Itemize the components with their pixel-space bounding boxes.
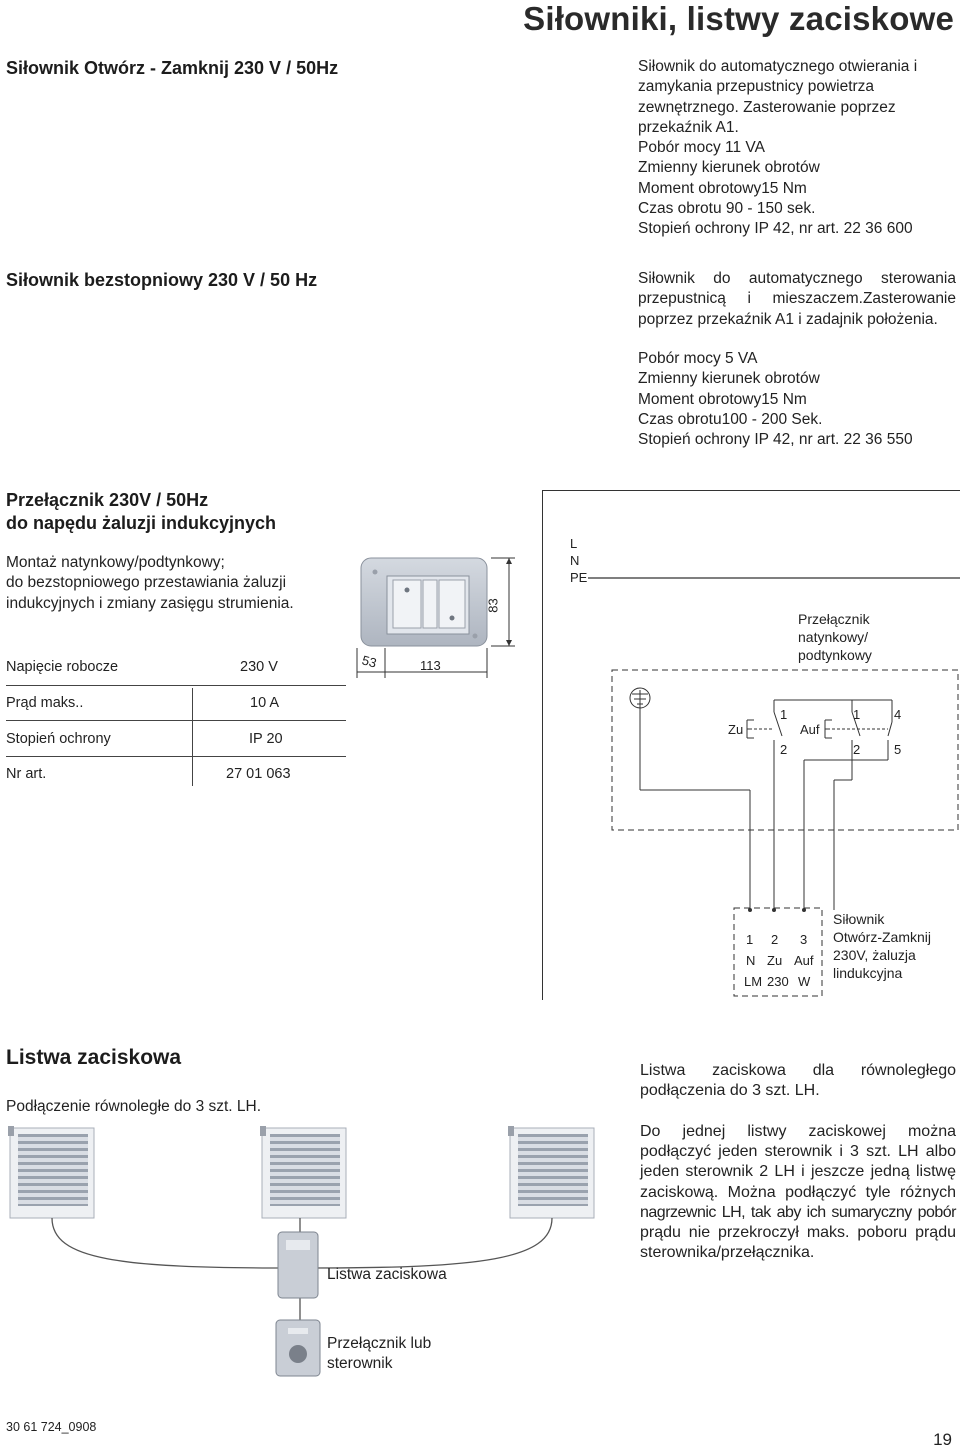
actuator2-line: przepustnicą i mieszaczem.Zasterowanie [638, 290, 956, 308]
controller-label-1: Przełącznik lub [327, 1335, 432, 1352]
terminal-name-auf: Auf [794, 953, 814, 968]
contact-1a: 1 [780, 707, 788, 722]
terminal-box-label: Listwa zaciskowa [327, 1266, 447, 1283]
terminal-strip-heading: Listwa zaciskowa [6, 1046, 182, 1069]
desc-line: Do jednej listwy zaciskowej można [640, 1123, 956, 1140]
actuator1-heading: Siłownik Otwórz - Zamknij 230 V / 50Hz [6, 58, 339, 78]
wiring-diagram [542, 490, 960, 1000]
switch-desc-line: do bezstopniowego przestawiania żaluzji [6, 574, 287, 592]
actuator1-line: Pobór mocy 11 VA [638, 139, 765, 157]
desc-line: sterownika/przełącznika. [640, 1244, 815, 1262]
actuator-wiring-label: Siłownik Otwórz-Zamknij 230V, żaluzja li… [833, 911, 932, 981]
terminal-model-230: 230 [767, 974, 789, 989]
spec-row: Nr art. 27 01 063 [6, 766, 346, 788]
spec-row: Napięcie robocze 230 V [6, 659, 346, 681]
actuator2-line: Siłownik do automatycznego sterowania [638, 270, 956, 287]
actuator2-line: Stopień ochrony IP 42, nr art. 22 36 550 [638, 431, 913, 449]
actuator1-description: Siłownik do automatycznego otwierania i … [638, 57, 958, 240]
actuator2-heading: Siłownik bezstopniowy 230 V / 50 Hz [6, 270, 318, 290]
contact-zu: Zu [728, 722, 744, 737]
spec-value: 230 V [240, 659, 278, 675]
supply-l: L [570, 536, 578, 551]
spec-column-divider [192, 688, 193, 786]
page-number: 19 [933, 1430, 952, 1449]
contact-5: 5 [894, 742, 902, 757]
supply-labels: L N PE [570, 535, 587, 586]
desc-line: prądu nie przekroczył maks. poboru prądu [640, 1224, 956, 1242]
dimension-width: 113 [420, 658, 441, 673]
terminal-num-3: 3 [800, 932, 808, 947]
desc-line: Listwa zaciskowa dla równoległego [640, 1062, 956, 1079]
spec-label: Stopień ochrony [6, 731, 111, 747]
spec-divider [6, 685, 346, 686]
actuator1-line: Moment obrotowy15 Nm [638, 179, 807, 197]
actuator2-line: Zmienny kierunek obrotów [638, 370, 820, 388]
spec-label: Prąd maks.. [6, 695, 84, 711]
actuator2-description-a: Siłownik do automatycznego sterowania pr… [638, 269, 956, 330]
actuator1-line: zamykania przepustnicy powietrza [638, 78, 875, 96]
terminal-strip-illustration [0, 1120, 620, 1420]
terminal-num-2: 2 [771, 932, 779, 947]
supply-pe: PE [570, 570, 588, 585]
actuator1-line: Siłownik do automatycznego otwierania i [638, 58, 918, 75]
spec-row: Prąd maks.. 10 A [6, 695, 346, 717]
desc-line: zaciskową. Można podłączyć tyle różnych [640, 1183, 956, 1201]
switch-wiring-label: Przełącznik natynkowy/ podtynkowy [798, 611, 872, 663]
switch-heading-2: do napędu żaluzji indukcyjnych [6, 513, 277, 533]
desc-line: podłączyć jeden sterownik i 3 szt. LH al… [640, 1143, 956, 1161]
dimension-height: 83 [485, 598, 501, 613]
desc-line: podłączenia do 3 szt. LH. [640, 1082, 820, 1100]
terminal-strip-description-1: Listwa zaciskowa dla równoległego podłąc… [640, 1061, 956, 1101]
page-title: Siłowniki, listwy zaciskowe [523, 0, 954, 37]
spec-label: Nr art. [6, 766, 47, 782]
actuator2-line: Pobór mocy 5 VA [638, 350, 758, 367]
terminal-model-lm: LM [744, 974, 763, 989]
actuator1-line: Czas obrotu 90 - 150 sek. [638, 200, 816, 218]
terminal-name-n: N [746, 953, 756, 968]
actuator1-line: Stopień ochrony IP 42, nr art. 22 36 600 [638, 220, 913, 238]
contact-2a: 2 [780, 742, 788, 757]
actuator1-line: Zmienny kierunek obrotów [638, 159, 820, 177]
spec-value: 10 A [250, 695, 280, 711]
switch-product-image [355, 548, 525, 678]
terminal-name-zu: Zu [767, 953, 783, 968]
controller-label-2: sterownik [327, 1355, 393, 1372]
actuator1-line: przekaźnik A1. [638, 118, 739, 136]
terminal-model-w: W [798, 974, 811, 989]
actuator2-line: poprzez przekaźnik A1 i zadajnik położen… [638, 310, 938, 328]
spec-value: IP 20 [249, 731, 283, 747]
actuator2-line: Moment obrotowy15 Nm [638, 390, 807, 408]
switch-desc-line: indukcyjnych i zmiany zasięgu strumienia… [6, 594, 294, 612]
terminal-strip-description-2: Do jednej listwy zaciskowej można podłąc… [640, 1122, 957, 1263]
switch-desc-line: Montaż natynkowy/podtynkowy; [6, 554, 225, 571]
spec-label: Napięcie robocze [6, 659, 119, 675]
spec-divider [6, 720, 346, 721]
actuator2-description-b: Pobór mocy 5 VA Zmienny kierunek obrotów… [638, 349, 958, 450]
switch-heading-1: Przełącznik 230V / 50Hz [6, 490, 209, 510]
contact-auf: Auf [800, 722, 820, 737]
desc-line: nagrzewnic LH, tak aby ich sumaryczny po… [640, 1203, 957, 1221]
terminal-num-1: 1 [746, 932, 754, 947]
document-code: 30 61 724_0908 [6, 1420, 97, 1434]
spec-row: Stopień ochrony IP 20 [6, 731, 346, 753]
supply-n: N [570, 553, 580, 568]
desc-line: jeden sterownik 2 LH i jeszcze jedną lis… [640, 1163, 956, 1181]
spec-value: 27 01 063 [226, 766, 291, 782]
contact-1b: 1 [853, 707, 861, 722]
contact-2b: 2 [853, 742, 861, 757]
contact-4: 4 [894, 707, 902, 722]
switch-description: Montaż natynkowy/podtynkowy; do bezstopn… [6, 553, 351, 614]
actuator2-line: Czas obrotu100 - 200 Sek. [638, 410, 823, 428]
actuator1-line: zewnętrznego. Zasterowanie poprzez [638, 98, 896, 116]
spec-divider [6, 756, 346, 757]
terminal-strip-subheading: Podłączenie równoległe do 3 szt. LH. [6, 1098, 262, 1115]
